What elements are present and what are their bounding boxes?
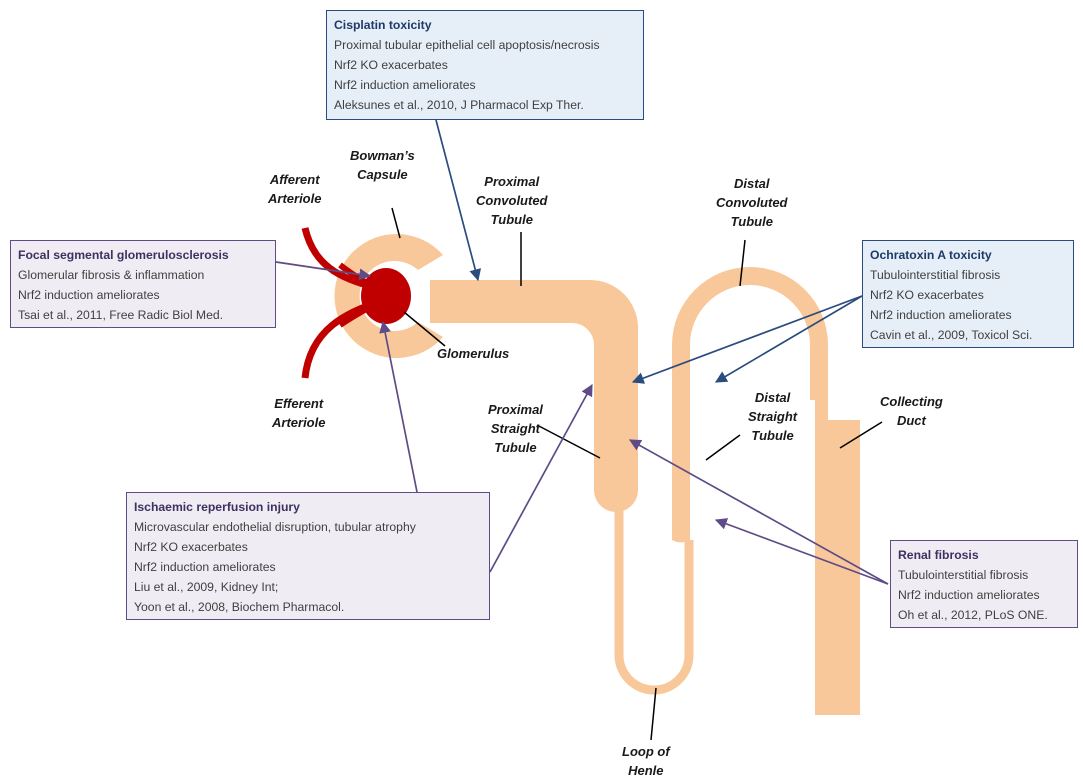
ochratoxin-box: Ochratoxin A toxicity Tubulointerstitial… <box>862 240 1074 348</box>
cisplatin-line: Proximal tubular epithelial cell apoptos… <box>334 35 636 55</box>
renal-fibrosis-line: Oh et al., 2012, PLoS ONE. <box>898 605 1070 625</box>
distal-tubule <box>672 267 860 715</box>
ochratoxin-line: Cavin et al., 2009, Toxicol Sci. <box>870 325 1066 345</box>
ochratoxin-line: Tubulointerstitial fibrosis <box>870 265 1066 285</box>
cisplatin-line: Nrf2 KO exacerbates <box>334 55 636 75</box>
ischaemic-title: Ischaemic reperfusion injury <box>134 497 482 517</box>
ochratoxin-line: Nrf2 KO exacerbates <box>870 285 1066 305</box>
renal-fibrosis-line: Nrf2 induction ameliorates <box>898 585 1070 605</box>
fsgs-line: Tsai et al., 2011, Free Radic Biol Med. <box>18 305 268 325</box>
renal-fibrosis-title: Renal fibrosis <box>898 545 1070 565</box>
fsgs-box: Focal segmental glomerulosclerosis Glome… <box>10 240 276 328</box>
ischaemic-line: Microvascular endothelial disruption, tu… <box>134 517 482 537</box>
fsgs-title: Focal segmental glomerulosclerosis <box>18 245 268 265</box>
renal-fibrosis-box: Renal fibrosis Tubulointerstitial fibros… <box>890 540 1078 628</box>
cisplatin-line: Nrf2 induction ameliorates <box>334 75 636 95</box>
cisplatin-line: Aleksunes et al., 2010, J Pharmacol Exp … <box>334 95 636 115</box>
blue-arrows <box>436 120 862 382</box>
ochratoxin-title: Ochratoxin A toxicity <box>870 245 1066 265</box>
cisplatin-title: Cisplatin toxicity <box>334 15 636 35</box>
fsgs-line: Glomerular fibrosis & inflammation <box>18 265 268 285</box>
cisplatin-toxicity-box: Cisplatin toxicity Proximal tubular epit… <box>326 10 644 120</box>
proximal-convoluted-tubule <box>430 280 638 512</box>
fsgs-line: Nrf2 induction ameliorates <box>18 285 268 305</box>
ischaemic-line: Liu et al., 2009, Kidney Int; <box>134 577 482 597</box>
ischaemic-line: Nrf2 induction ameliorates <box>134 557 482 577</box>
ischaemic-line: Yoon et al., 2008, Biochem Pharmacol. <box>134 597 482 617</box>
ischaemic-line: Nrf2 KO exacerbates <box>134 537 482 557</box>
label-glomerulus: Glomerulus <box>437 344 509 363</box>
ochratoxin-line: Nrf2 induction ameliorates <box>870 305 1066 325</box>
ischaemic-injury-box: Ischaemic reperfusion injury Microvascul… <box>126 492 490 620</box>
renal-fibrosis-line: Tubulointerstitial fibrosis <box>898 565 1070 585</box>
